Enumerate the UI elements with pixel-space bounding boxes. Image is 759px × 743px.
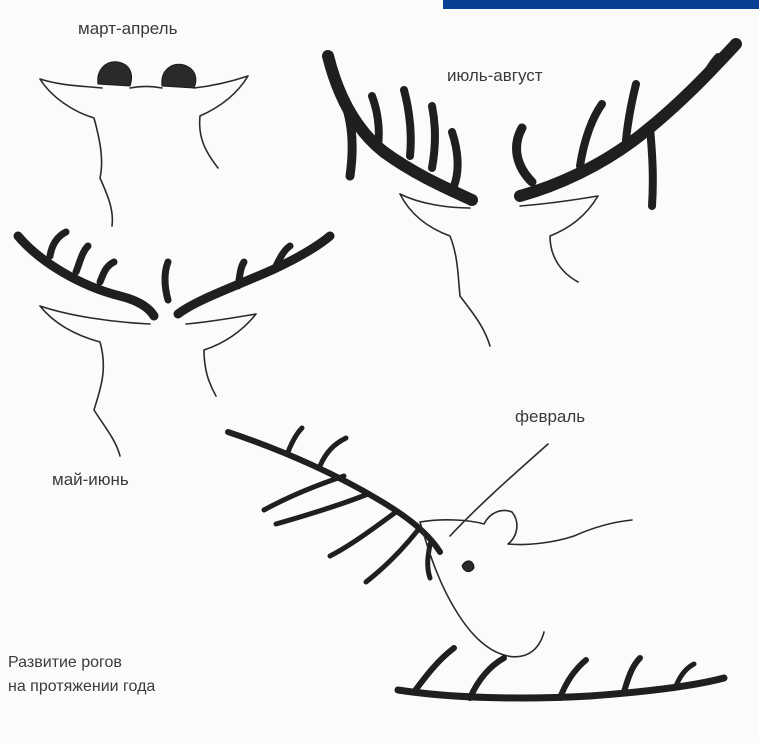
label-march-april: март-апрель: [78, 19, 177, 39]
head-outline-february: [420, 444, 632, 657]
deer-head-may-june: [18, 232, 330, 456]
deer-head-july-august: [328, 44, 736, 346]
label-february: февраль: [515, 407, 585, 427]
head-outline-may-june: [40, 306, 256, 456]
head-outline-july-august: [400, 194, 598, 346]
label-july-august: июль-август: [447, 66, 543, 86]
deer-head-march-april: [40, 62, 248, 226]
antler-upper-february: [228, 432, 440, 552]
diagram-caption: Развитие рогов на протяжении года: [8, 651, 155, 699]
antler-knob-left: [98, 62, 132, 86]
deer-head-february: [228, 428, 724, 698]
caption-line-2: на протяжении года: [8, 675, 155, 699]
head-outline-march-april: [40, 76, 248, 226]
caption-line-1: Развитие рогов: [8, 651, 155, 675]
label-may-june: май-июнь: [52, 470, 129, 490]
antler-knob-right: [162, 64, 196, 88]
antler-right-may-june: [178, 236, 330, 314]
